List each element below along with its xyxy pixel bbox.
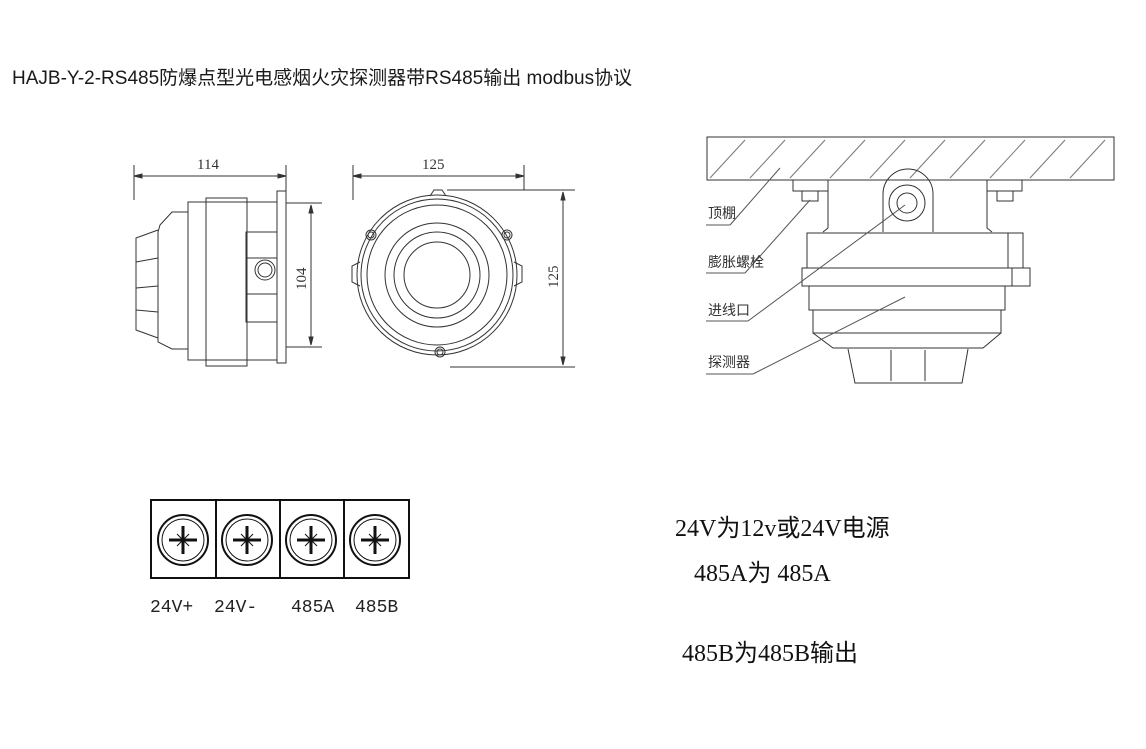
label-ceiling: 顶棚 bbox=[708, 206, 736, 222]
dim-side-width: 114 bbox=[197, 157, 219, 173]
terminal-label-485b: 485B bbox=[355, 598, 399, 618]
terminal-label-485a: 485A bbox=[291, 598, 335, 618]
terminal-screw-icon bbox=[349, 514, 401, 566]
note-485b: 485B为485B输出 bbox=[682, 641, 859, 667]
note-485a: 485A为 485A bbox=[694, 561, 831, 587]
dim-front-height: 125 bbox=[546, 266, 562, 289]
front-view: 125 125 bbox=[351, 157, 575, 368]
note-power: 24V为12v或24V电源 bbox=[675, 516, 890, 542]
label-cable-entry: 进线口 bbox=[708, 303, 750, 319]
terminal-screw-icon bbox=[157, 514, 209, 566]
terminal-screw-icon bbox=[221, 514, 273, 566]
terminal-label-24v-plus: 24V+ bbox=[150, 598, 194, 618]
side-view: 114 104 bbox=[133, 157, 322, 367]
label-detector: 探测器 bbox=[708, 355, 750, 371]
installation-view: 顶棚 膨胀螺栓 进线口 探测器 bbox=[706, 136, 1115, 384]
terminal-label-24v-minus: 24V- bbox=[214, 598, 258, 618]
dim-side-height: 104 bbox=[294, 267, 310, 290]
terminal-screw-icon bbox=[285, 514, 337, 566]
document-title: HAJB-Y-2-RS485防爆点型光电感烟火灾探测器带RS485输出 modb… bbox=[12, 68, 633, 89]
label-expansion-bolt: 膨胀螺栓 bbox=[708, 254, 764, 271]
dim-front-width: 125 bbox=[422, 157, 445, 173]
terminal-block bbox=[150, 499, 410, 579]
